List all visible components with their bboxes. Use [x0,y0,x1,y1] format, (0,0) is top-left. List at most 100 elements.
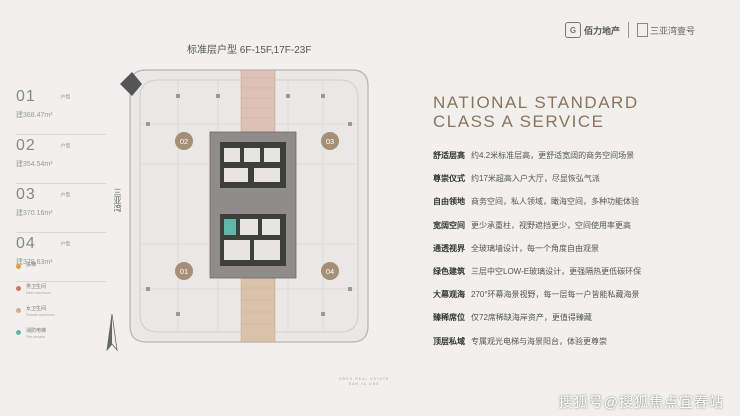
unit-marker-label: 01 [180,267,188,276]
floor-plan-svg: 02 03 01 04 [120,69,369,343]
project-logo-text: 三亚湾壹号 [650,25,696,36]
legend-dot [16,308,21,313]
unit-marker-04 [321,262,339,280]
feature-key: 臻稀席位 [433,313,465,323]
project-logo-icon [637,23,649,37]
feature-value: 全玻璃墙设计，每一个角度自由观景 [471,243,599,253]
unit-label: 户型 [60,241,71,248]
feature-key: 大幕观海 [433,290,465,300]
legend-label: 女卫生间 [26,306,47,312]
company-logo: G 佰力地产 [565,22,620,38]
core-lower-rooms [224,219,280,260]
unit-area: 建368.47m² [16,112,53,119]
floor-plan-diagram: 02 03 01 04 [118,64,378,349]
legend-label: 男卫生间 [26,284,47,290]
legend-sublabel: Male washroom [26,291,51,295]
legend-label: 消防电梯 [26,328,47,334]
feature-key: 顶层私域 [433,336,465,346]
unit-list: 01 户型 建368.47m² 02 户型 建354.54m² 03 户型 建3… [16,86,106,282]
unit-marker-label: 04 [326,267,334,276]
feature-row: 顶层私域专属观光电梯与海景阳台，体验更尊崇 [433,337,703,360]
feature-key: 尊崇仪式 [433,174,465,184]
bottom-corridor-pattern [241,287,275,325]
footer-brand: GREG REAL ESTATE SAN YA ONE [339,377,389,387]
sea-label: 三亚湾 [113,188,122,212]
feature-value: 约4.2米标准层高，更舒适宽阔的商务空间场景 [471,151,635,160]
unit-area: 建370.16m² [16,210,53,217]
top-corridor [240,69,276,133]
headline-line: NATIONAL STANDARD [433,93,639,112]
feature-value: 更少承重柱，视野遮挡更少，空间使用率更高 [471,220,631,230]
feature-key: 绿色建筑 [433,266,465,276]
legend-label: 扶梯 [26,262,37,268]
legend-sublabel: Fire elevator [26,335,46,339]
unit-number: 02 [16,137,36,154]
unit-markers: 02 03 01 04 [175,132,339,280]
unit-area: 建354.54m² [16,161,53,168]
unit-marker-02 [175,132,193,150]
feature-list: 舒适层高约4.2米标准层高，更舒适宽阔的商务空间场景 尊崇仪式约17米超高入户大… [433,151,703,360]
feature-row: 绿色建筑三层中空LOW-E玻璃设计，更强隔热更低碳环保 [433,267,703,290]
feature-key: 自由领地 [433,197,465,207]
legend-dot [16,286,21,291]
project-logo: 三亚湾壹号 [637,23,695,37]
feature-row: 大幕观海 270°环幕海景视野，每一层每一户皆能私藏海景 [433,290,703,313]
feature-value: 商务空间，私人领域，瞰海空间，多种功能体验 [471,197,639,207]
brand-logos: G 佰力地产 三亚湾壹号 [565,22,695,38]
feature-value: 约17米超高入户大厅，尽显恢弘气派 [471,174,600,184]
unit-label: 户型 [60,94,71,101]
feature-row: 宽阔空间更少承重柱，视野遮挡更少，空间使用率更高 [433,221,703,244]
feature-value: 专属观光电梯与海景阳台，体验更尊崇 [471,336,607,346]
feature-key: 通透视界 [433,243,465,253]
core-upper-rooms [224,148,280,182]
unit-item: 01 户型 建368.47m² [16,86,106,135]
unit-area: 建378.63m² [16,259,53,266]
unit-item: 03 户型 建370.16m² [16,184,106,233]
unit-item: 04 户型 建378.63m² [16,233,106,282]
legend-dot [16,264,21,269]
feature-row: 通透视界全玻璃墙设计，每一个角度自由观景 [433,244,703,267]
feature-row: 自由领地商务空间，私人领域，瞰海空间，多种功能体验 [433,197,703,220]
unit-number: 04 [16,235,36,252]
unit-marker-label: 03 [326,137,334,146]
unit-number: 01 [16,88,36,105]
inner-outline [139,79,359,333]
unit-marker-01 [175,262,193,280]
logo-divider [628,22,630,38]
watermark: 搜狐号@搜狐焦点宜春站 [558,394,724,410]
unit-number: 03 [16,186,36,203]
feature-row: 臻稀席位仅72席稀缺海岸资产，更值得臻藏 [433,313,703,336]
feature-value: 仅72席稀缺海岸资产，更值得臻藏 [471,313,592,323]
unit-label: 户型 [60,143,71,150]
feature-value: 270°环幕海景视野，每一层每一户皆能私藏海景 [471,290,640,300]
feature-key: 舒适层高 [433,151,465,160]
company-logo-text: 佰力地产 [584,25,621,36]
feature-key: 宽阔空间 [433,220,465,230]
unit-marker-03 [321,132,339,150]
unit-marker-label: 02 [180,137,188,146]
fire-elevator [224,219,236,235]
columns [146,94,352,316]
bottom-corridor [240,275,276,343]
legend-dot [16,330,21,335]
legend-sublabel: Female washroom [26,313,55,317]
north-arrow-icon [106,313,118,352]
feature-row: 舒适层高约4.2米标准层高，更舒适宽阔的商务空间场景 [433,151,703,174]
headline: NATIONAL STANDARD CLASS A SERVICE [433,93,639,131]
headline-line: CLASS A SERVICE [433,112,605,131]
unit-item: 02 户型 建354.54m² [16,135,106,184]
legend-item: 扶梯 [16,262,55,284]
feature-value: 三层中空LOW-E玻璃设计，更强隔热更低碳环保 [471,266,642,276]
feature-row: 尊崇仪式约17米超高入户大厅，尽显恢弘气派 [433,174,703,197]
unit-label: 户型 [60,192,71,199]
corner-column-marker [120,72,142,96]
plan-title: 标准层户型 6F-15F,17F-23F [187,45,312,56]
footer-brand-line: SAN YA ONE [348,382,380,386]
top-corridor-pattern [241,77,275,119]
company-logo-icon: G [565,22,581,38]
